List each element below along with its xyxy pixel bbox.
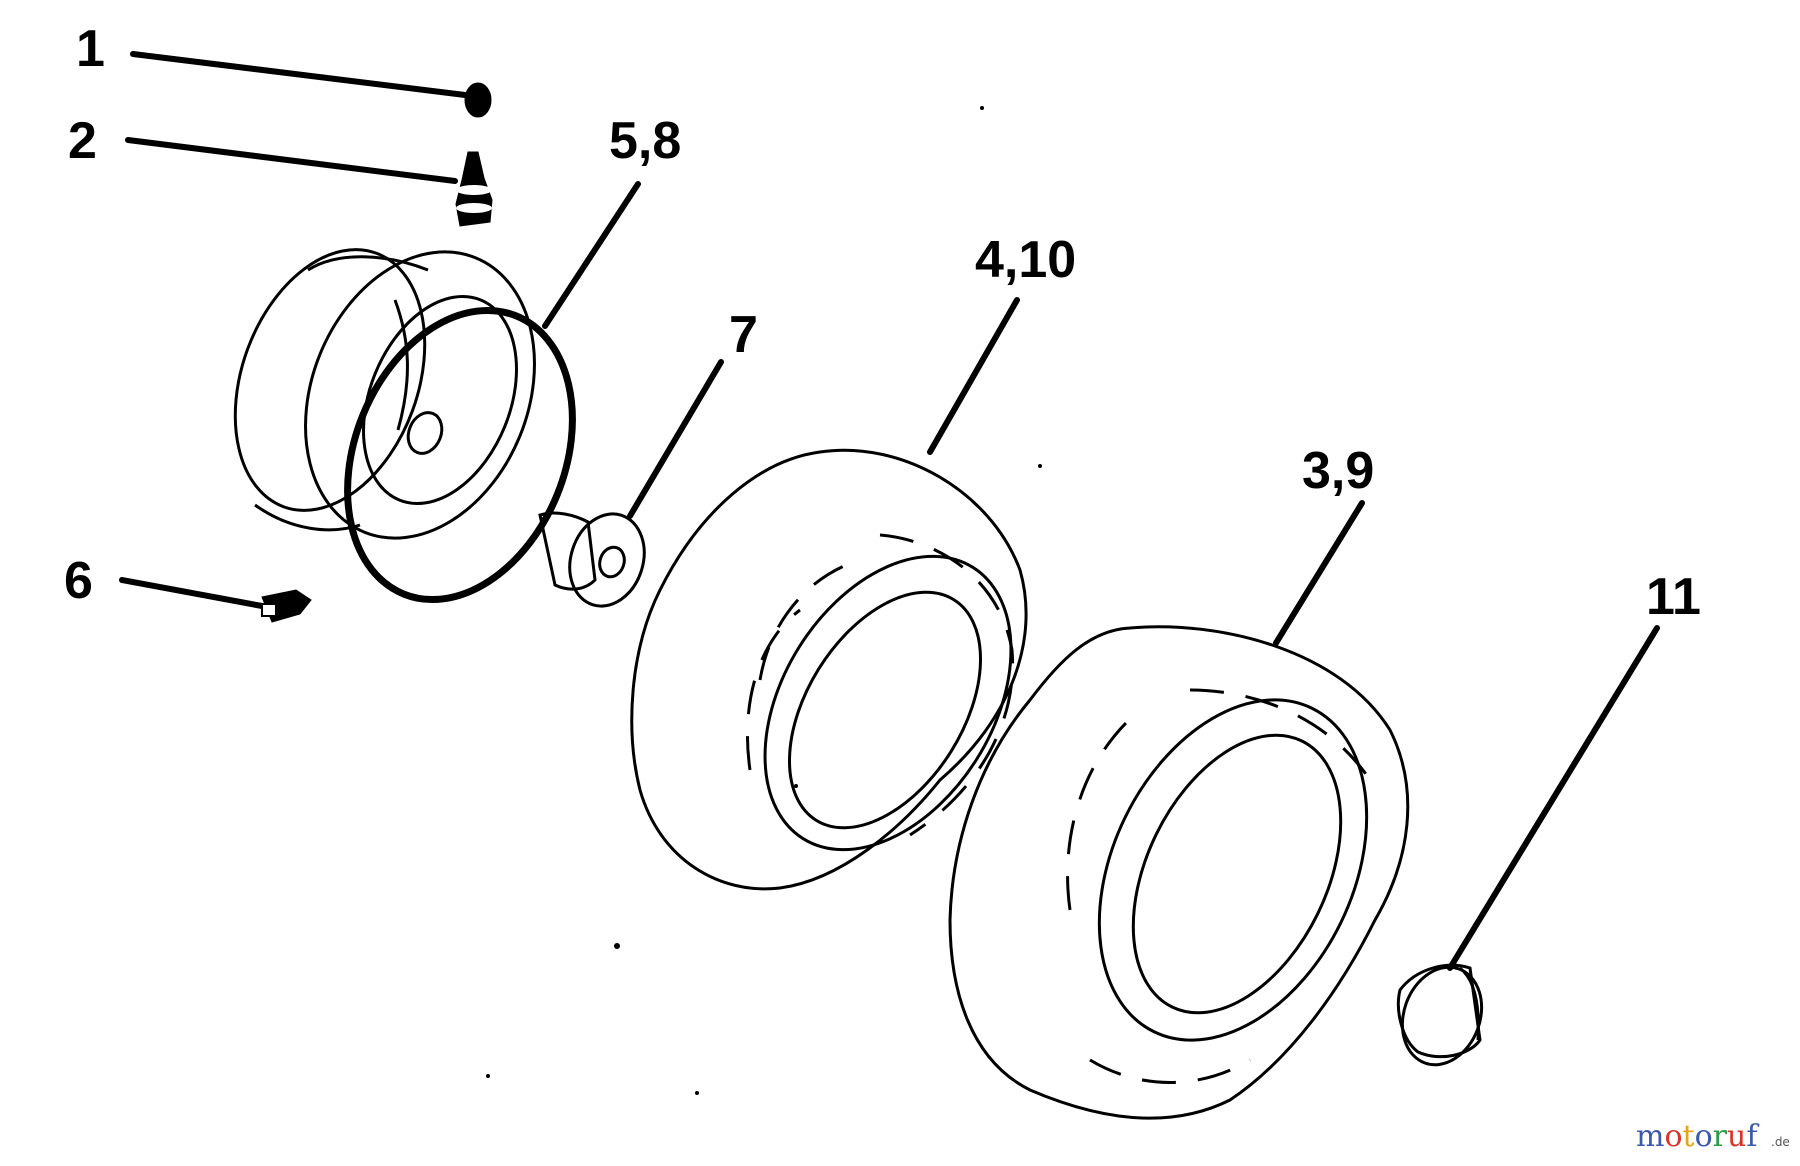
- leader-line-2: [125, 137, 458, 184]
- watermark-letter: t: [1683, 1119, 1695, 1154]
- watermark-suffix: .de: [1771, 1135, 1790, 1149]
- callout-7: 7: [729, 306, 758, 364]
- leader-line-3-9: [1273, 500, 1365, 646]
- callout-4-10: 4,10: [975, 231, 1076, 289]
- leader-line-5-8: [542, 181, 641, 329]
- screw-part: [119, 577, 312, 623]
- callout-2: 2: [68, 112, 97, 170]
- front-tire-part: [630, 297, 1028, 891]
- o-ring-part: [344, 181, 641, 604]
- callout-11: 11: [1646, 568, 1701, 626]
- valve-cap-part: [130, 51, 492, 118]
- wheel-rim-part: [233, 248, 536, 540]
- watermark-letter: o: [1664, 1119, 1682, 1154]
- leader-line-4-10: [927, 297, 1020, 455]
- svg-text:motoruf: motoruf: [1636, 1119, 1759, 1154]
- leader-line-7: [627, 359, 724, 519]
- callout-5-8: 5,8: [609, 112, 681, 170]
- callout-1: 1: [76, 20, 105, 78]
- watermark-letter: m: [1636, 1119, 1664, 1154]
- leader-line-6: [119, 577, 265, 609]
- rear-tire-part: [948, 500, 1410, 1120]
- watermark-letter: r: [1713, 1119, 1728, 1154]
- leader-line-11: [1447, 625, 1660, 971]
- bushing-part: [538, 359, 724, 608]
- callout-3-9: 3,9: [1302, 442, 1374, 500]
- valve-stem-part: [125, 137, 493, 227]
- hub-cap-part: [1396, 625, 1660, 1067]
- callout-6: 6: [64, 552, 93, 610]
- watermark-letter: f: [1746, 1119, 1759, 1154]
- watermark-letter: o: [1695, 1119, 1713, 1154]
- watermark-letter: u: [1727, 1119, 1746, 1154]
- watermark-logo: motoruf .de: [1636, 1119, 1790, 1154]
- leader-line-1: [130, 51, 468, 98]
